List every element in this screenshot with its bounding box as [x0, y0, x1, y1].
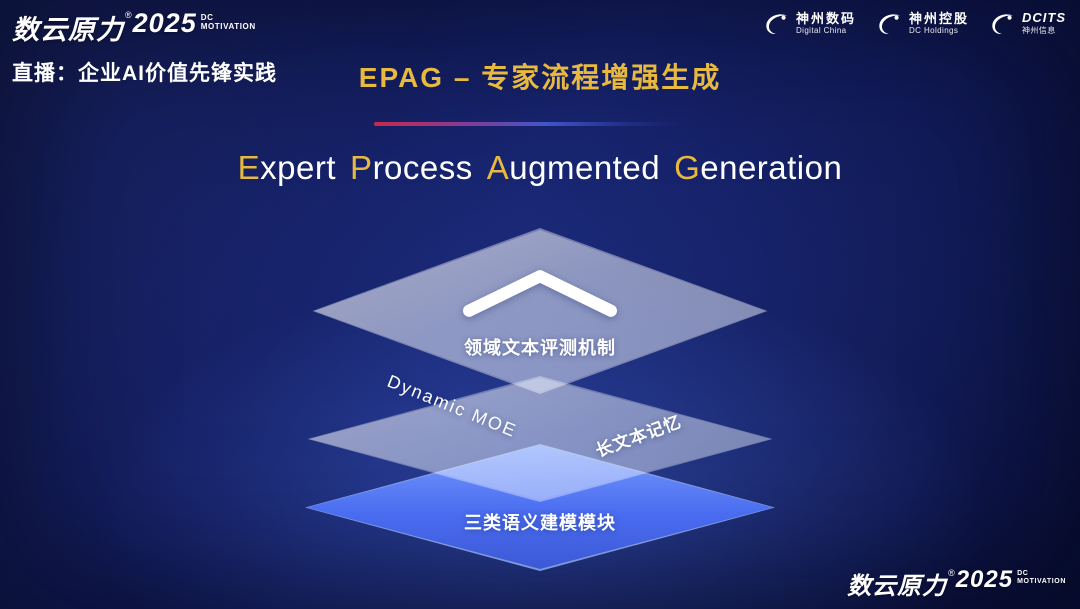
subtitle-rest: xpert: [260, 149, 337, 186]
chevron-up-icon: [456, 264, 624, 322]
brand-name: 数云原力: [847, 573, 948, 600]
brand-tagline-line2: MOTIVATION: [1017, 578, 1066, 586]
swoosh-icon: [763, 10, 790, 37]
subtitle-expanded-acronym: Expert Process Augmented Generation: [0, 149, 1080, 187]
logo-name-cn: 神州控股: [908, 10, 969, 26]
layer-stack-diagram: 领域文本评测机制 Dynamic MOE 长文本记忆 三类语义建模模块: [305, 228, 775, 574]
logo-name-en: DCITS: [1022, 9, 1066, 25]
logo-digital-china: 神州数码 Digital China: [763, 10, 856, 37]
subtitle-rest: ugmented: [509, 149, 661, 186]
subtitle-initial: G: [674, 149, 701, 186]
brand-tagline-line1: DC: [1017, 570, 1029, 577]
logo-text: DCITS 神州信息: [1022, 9, 1066, 37]
subtitle-rest: rocess: [372, 149, 473, 186]
logo-dc-holdings: 神州控股 DC Holdings: [876, 10, 969, 37]
logo-text: 神州控股 DC Holdings: [908, 10, 969, 36]
subtitle-initial: A: [486, 149, 510, 186]
logo-name-en: DC Holdings: [908, 26, 959, 36]
brand-name: 数云原力: [12, 15, 124, 45]
logo-name-cn: 神州数码: [795, 10, 856, 26]
brand-year: 2025: [132, 8, 197, 38]
brand-tagline: DC MOTIVATION: [201, 13, 256, 31]
brand-logo-bottom-right: 数云原力 ® 2025 DC MOTIVATION: [847, 566, 1066, 601]
layer-surface: [309, 378, 771, 500]
bottom-layer-label: 三类语义建模模块: [464, 513, 616, 533]
subtitle-word: Generation: [674, 149, 842, 186]
registered-mark: ®: [948, 568, 955, 578]
subtitle-word: Expert: [238, 149, 336, 186]
layer-middle-dynamic-moe: [307, 376, 773, 502]
swoosh-icon: [876, 10, 903, 37]
swoosh-icon: [989, 10, 1016, 37]
corporate-logos: 神州数码 Digital China 神州控股 DC Holdings DCIT…: [763, 10, 1066, 37]
subtitle-initial: P: [350, 149, 373, 186]
top-layer-label: 领域文本评测机制: [464, 338, 616, 358]
logo-name-en: Digital China: [795, 26, 847, 36]
logo-name-cn: 神州信息: [1022, 26, 1056, 36]
brand-tagline-line2: MOTIVATION: [200, 22, 256, 32]
logo-text: 神州数码 Digital China: [795, 10, 856, 36]
live-stream-label: 直播：企业AI价值先锋实践: [12, 62, 277, 85]
brand-tagline: DC MOTIVATION: [1017, 570, 1066, 586]
brand-year: 2025: [955, 566, 1014, 593]
subtitle-rest: eneration: [700, 149, 843, 186]
subtitle-word: Process: [350, 149, 473, 186]
logo-dcits: DCITS 神州信息: [989, 10, 1066, 37]
brand-tagline-line1: DC: [200, 13, 214, 22]
brand-logo-top-left: 数云原力 ® 2025 DC MOTIVATION: [12, 8, 256, 47]
page-title: EPAG – 专家流程增强生成: [358, 62, 722, 93]
subtitle-initial: E: [237, 149, 261, 186]
gradient-divider: [374, 122, 682, 126]
subtitle-word: Augmented: [487, 149, 660, 186]
registered-mark: ®: [125, 10, 132, 20]
